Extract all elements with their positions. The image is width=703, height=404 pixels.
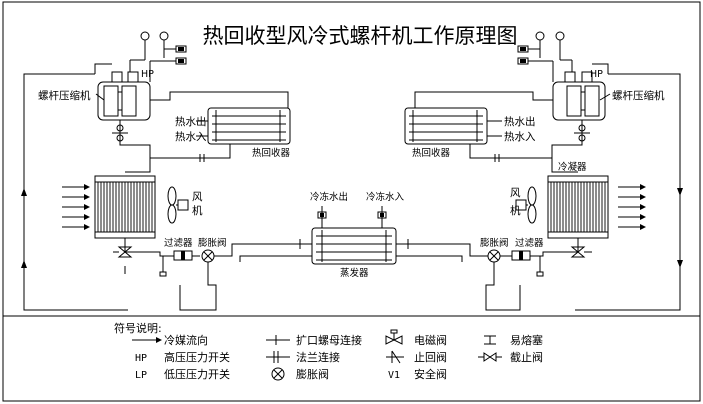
filter-left [173, 250, 193, 261]
fan-left-label-1: 风 [192, 191, 203, 203]
legend-heading: 符号说明: [114, 321, 162, 335]
compressor-left-leader [95, 93, 105, 101]
legend-flange-icon [266, 351, 290, 363]
legend-v1-tag: V1 [388, 370, 400, 381]
condenser-left [94, 175, 156, 239]
hot-water-out-right: 热水出 [504, 115, 536, 128]
heat-recovery-right-label: 热回收器 [412, 147, 451, 159]
gauge-left-2 [159, 31, 169, 58]
chilled-out-label: 冷冻水出 [310, 191, 348, 203]
flow-arrow-right [677, 188, 683, 196]
compressor-right-label: 螺杆压缩机 [612, 89, 665, 102]
pressure-switch-right [517, 45, 554, 82]
legend-arrow-icon [132, 337, 162, 343]
chilled-in-label: 冷冻水入 [366, 191, 405, 203]
heat-recovery-right [404, 107, 488, 145]
pipe-left-discharge [150, 91, 289, 108]
gauge-right-2 [555, 31, 573, 72]
pipe-right-discharge [414, 91, 553, 108]
gauge-right-1 [535, 31, 545, 58]
air-arrows-left [62, 184, 90, 230]
pipe-right-hr-out [469, 144, 498, 159]
hp-tag-left: HP [141, 69, 154, 80]
heat-recovery-left [207, 107, 291, 145]
filter-right [511, 250, 531, 261]
fan-right [515, 186, 537, 224]
evaporator [311, 227, 397, 265]
pipe-left-hr-out [205, 144, 231, 159]
pipe-left-top [94, 63, 112, 74]
compressor-right-leader [599, 93, 611, 101]
legend-item-flange: 法兰连接 [296, 350, 340, 364]
sensor-right [536, 256, 544, 277]
filter-right-label: 过滤器 [515, 237, 544, 249]
condenser-right-label: 冷凝器 [558, 161, 587, 173]
fan-left [167, 186, 189, 224]
heat-recovery-left-label: 热回收器 [252, 147, 291, 159]
legend-item-hp: 高压压力开关 [164, 350, 230, 364]
hot-water-out-left: 热水出 [175, 115, 207, 128]
compressor-left [97, 71, 151, 121]
flow-arrow-left [21, 188, 27, 196]
pressure-switch-left [149, 45, 187, 82]
legend-check-icon [386, 350, 404, 364]
pipe-evap-outlet-left [239, 255, 312, 262]
hot-water-in-left: 热水入 [175, 130, 207, 143]
pipe-right-top [592, 63, 609, 74]
legend-fusible-icon [484, 335, 496, 345]
fan-right-label-1: 风 [510, 187, 521, 199]
expansion-valve-right [487, 249, 501, 263]
filter-left-label: 过滤器 [164, 237, 193, 249]
pipe-left-to-condenser [125, 158, 151, 173]
sensor-left [159, 256, 167, 277]
legend-item-fusible: 易熔塞 [510, 333, 543, 347]
legend-expansion-icon [271, 367, 285, 381]
pipe-left-to-evap [214, 243, 312, 257]
valve-left-comp [112, 124, 128, 142]
flow-arrow-left-2 [21, 260, 27, 268]
compressor-right [552, 71, 606, 121]
legend-hp-tag: HP [135, 353, 147, 364]
gauge-left-1 [129, 31, 150, 72]
air-arrows-right [618, 184, 646, 230]
evaporator-label: 蒸发器 [340, 267, 369, 279]
pipe-left-return [179, 262, 217, 311]
legend-lp-tag: LP [135, 370, 147, 381]
legend-item-stop: 截止阀 [510, 350, 543, 364]
expansion-right-label: 膨胀阀 [480, 237, 509, 249]
pipe-right-suction [498, 120, 583, 159]
stop-valve-left [113, 246, 133, 258]
pipe-evap-outlet-right [396, 255, 463, 262]
pipe-left-suction [119, 120, 205, 159]
valve-right-comp [574, 124, 590, 142]
hp-tag-right: HP [590, 69, 603, 80]
diagram-title: 热回收型风冷式螺杆机工作原理图 [203, 24, 518, 48]
compressor-left-label: 螺杆压缩机 [38, 89, 91, 102]
fan-left-label-2: 机 [192, 204, 203, 217]
chilled-pipes [317, 206, 387, 228]
expansion-valve-left [201, 249, 215, 263]
legend-stop-icon [478, 352, 502, 362]
legend-item-lp: 低压压力开关 [164, 367, 230, 381]
condenser-right [547, 175, 609, 239]
legend-flare-icon [266, 335, 290, 345]
legend-item-solenoid: 电磁阀 [414, 333, 447, 347]
pipe-right-return [485, 262, 521, 311]
expansion-left-label: 膨胀阀 [198, 237, 227, 249]
stop-valve-right [570, 246, 592, 258]
pipe-right-to-condenser [551, 158, 578, 173]
hot-water-in-right: 热水入 [504, 130, 536, 143]
legend-solenoid-icon [385, 329, 403, 345]
legend-item-arrow: 冷媒流向 [164, 333, 208, 347]
legend-item-expansion: 膨胀阀 [296, 367, 329, 381]
pipe-right-to-evap [396, 243, 488, 257]
legend-item-flare: 扩口螺母连接 [296, 333, 362, 347]
flow-arrow-right-2 [677, 260, 683, 268]
fan-right-label-2: 机 [510, 204, 521, 217]
legend-item-check: 止回阀 [414, 350, 447, 364]
legend-item-safety: 安全阀 [414, 367, 447, 381]
